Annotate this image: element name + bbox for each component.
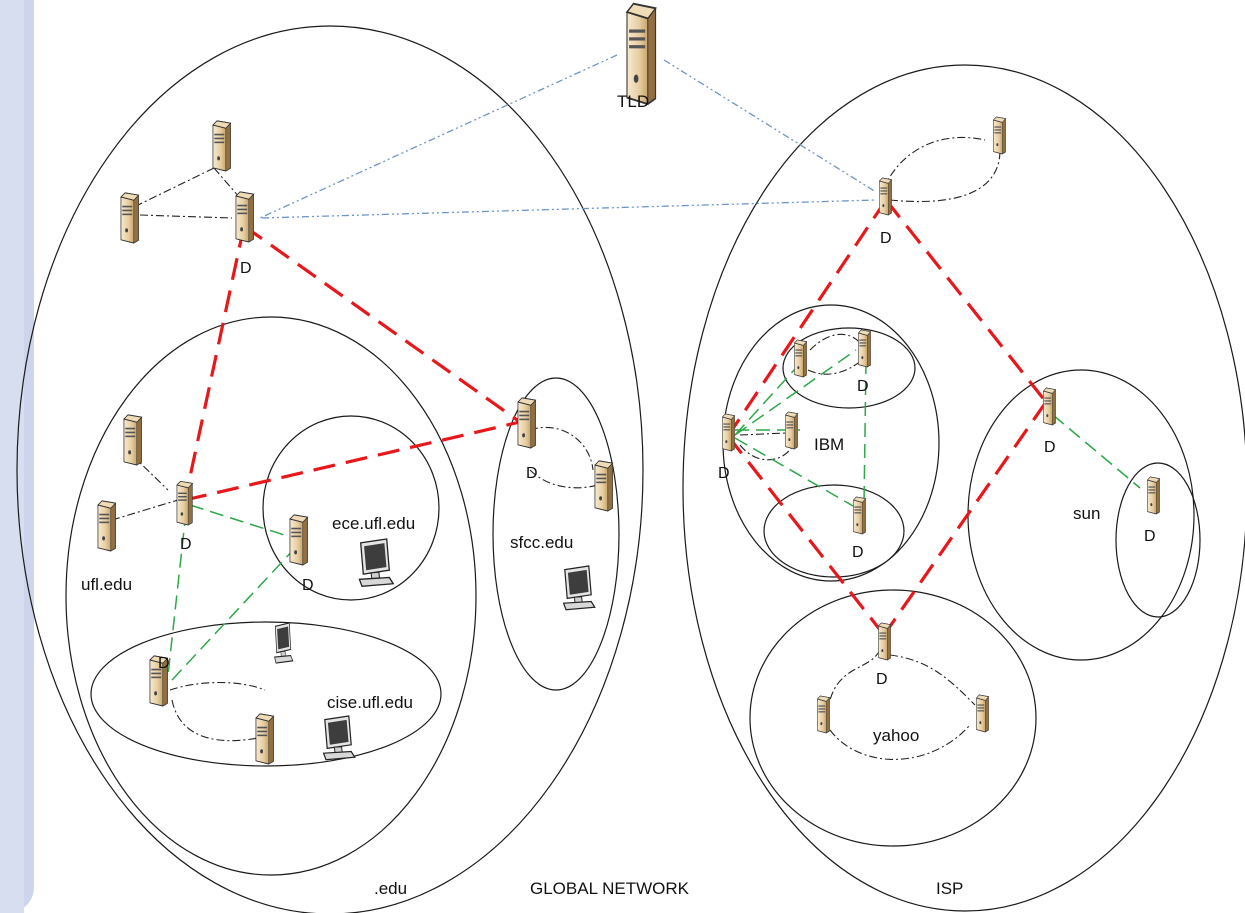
server-icon bbox=[818, 696, 830, 733]
yahoo-label: yahoo bbox=[873, 726, 919, 745]
d-label: D bbox=[302, 577, 314, 594]
slide-sidebar-strip bbox=[0, 0, 34, 913]
sfcc-domain-ellipse bbox=[492, 377, 620, 691]
edu-gateway-server-icon bbox=[236, 192, 254, 242]
yahoo-domain-ellipse bbox=[749, 589, 1037, 847]
local-links bbox=[167, 349, 1141, 681]
server-icon bbox=[256, 714, 274, 764]
sun-server-icon bbox=[1148, 477, 1160, 514]
ece-domain-ellipse bbox=[262, 415, 440, 601]
sfcc-server-icon bbox=[518, 398, 536, 448]
backbone-links bbox=[183, 199, 1048, 636]
d-label: D bbox=[876, 671, 888, 688]
computer-icon bbox=[275, 623, 293, 663]
server-icon bbox=[595, 461, 613, 511]
server-icon bbox=[213, 121, 231, 171]
sun-sub-ellipse bbox=[1115, 462, 1201, 618]
isp-gateway-server-icon bbox=[880, 178, 892, 215]
d-label: D bbox=[718, 465, 730, 482]
computer-icon bbox=[324, 716, 355, 760]
edu-domain-ellipse bbox=[16, 25, 644, 913]
ece-label: ece.ufl.edu bbox=[332, 514, 415, 533]
server-icon bbox=[994, 117, 1006, 154]
server-icon bbox=[859, 330, 871, 367]
isp-domain-ellipse bbox=[682, 64, 1245, 912]
computer-icon bbox=[564, 566, 595, 610]
ibm-label: IBM bbox=[814, 435, 844, 454]
server-icon bbox=[977, 695, 989, 732]
server-icon bbox=[121, 193, 139, 243]
server-icon bbox=[98, 501, 116, 551]
computer-icon bbox=[359, 539, 393, 586]
d-label: D bbox=[1144, 528, 1156, 545]
global-network-label: GLOBAL NETWORK bbox=[530, 879, 690, 898]
sun-gateway-server-icon bbox=[1044, 388, 1056, 425]
sfcc-label: sfcc.edu bbox=[510, 533, 573, 552]
ufl-gateway-server-icon bbox=[177, 481, 192, 525]
ibm-gateway-server-icon bbox=[723, 414, 735, 451]
d-label: D bbox=[857, 378, 869, 395]
tld-server-icon bbox=[627, 4, 656, 104]
server-icon bbox=[854, 497, 866, 534]
cise-label: cise.ufl.edu bbox=[327, 693, 413, 712]
ibm-sub1-ellipse bbox=[782, 327, 916, 409]
cise-domain-ellipse bbox=[90, 621, 442, 767]
d-label: D bbox=[180, 536, 192, 553]
ufl-domain-ellipse bbox=[65, 316, 477, 876]
ufl-label: ufl.edu bbox=[81, 575, 132, 594]
server-icon bbox=[124, 415, 142, 465]
server-icon bbox=[795, 340, 807, 377]
d-label: D bbox=[1044, 439, 1056, 456]
d-label: D bbox=[526, 465, 538, 482]
edu-label: .edu bbox=[374, 879, 407, 898]
isp-label: ISP bbox=[936, 879, 963, 898]
sun-label: sun bbox=[1073, 504, 1100, 523]
d-label: D bbox=[240, 260, 252, 277]
d-label: D bbox=[852, 544, 864, 561]
yahoo-gateway-server-icon bbox=[879, 623, 891, 660]
server-icon bbox=[786, 412, 798, 449]
ibm-sub2-ellipse bbox=[763, 484, 905, 578]
tld-links bbox=[259, 54, 877, 219]
d-label: D bbox=[880, 230, 892, 247]
tld-label: TLD bbox=[617, 92, 649, 111]
ece-server-icon bbox=[290, 515, 308, 565]
d-label: D bbox=[158, 655, 170, 672]
slide-sidebar-inner bbox=[0, 0, 24, 913]
